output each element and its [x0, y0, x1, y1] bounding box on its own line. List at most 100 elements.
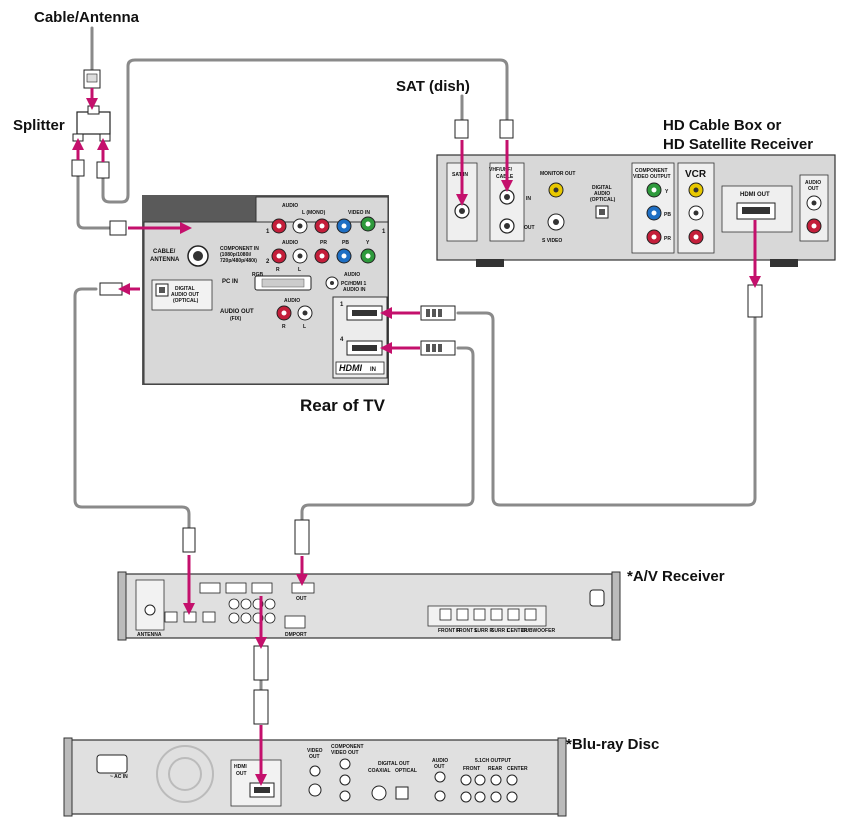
svg-text:PR: PR: [664, 236, 671, 242]
svg-text:FRONT L: FRONT L: [456, 628, 478, 634]
tv-rear-panel: CABLE/ ANTENNA DIGITAL AUDIO OUT (OPTICA…: [142, 195, 389, 385]
svg-text:S VIDEO: S VIDEO: [542, 238, 562, 244]
splitter: [71, 69, 111, 179]
svg-text:REAR: REAR: [488, 766, 503, 772]
svg-text:L (MONO): L (MONO): [302, 210, 326, 216]
svg-text:AUDIO: AUDIO: [282, 203, 298, 209]
svg-text:(OPTICAL): (OPTICAL): [173, 298, 199, 304]
hd-cable-box: SAT IN VHF/UHF/ CABLE IN OUT MONITOR OUT…: [436, 154, 836, 267]
svg-text:AUDIO OUT: AUDIO OUT: [171, 292, 199, 298]
svg-text:1: 1: [266, 229, 270, 235]
optical-line: [73, 287, 191, 530]
splitter-to-tv-line: [76, 174, 114, 230]
svg-text:OUT: OUT: [296, 596, 307, 602]
svg-text:PR: PR: [320, 240, 327, 246]
svg-text:PC/HDMI 1: PC/HDMI 1: [341, 281, 367, 287]
svg-text:Y: Y: [665, 189, 669, 195]
svg-text:(FIX): (FIX): [230, 316, 241, 322]
svg-text:SUBWOOFER: SUBWOOFER: [522, 628, 555, 634]
bluray-label: *Blu-ray Disc: [566, 736, 660, 753]
svg-text:PB: PB: [664, 212, 671, 218]
svg-text:CENTER: CENTER: [507, 766, 528, 772]
svg-text:COAXIAL: COAXIAL: [368, 768, 391, 774]
svg-text:VIDEO OUT: VIDEO OUT: [331, 750, 359, 756]
svg-text:RGB: RGB: [252, 272, 264, 278]
svg-text:HDMI: HDMI: [234, 764, 247, 770]
sat-dish-label: SAT (dish): [396, 78, 470, 95]
hd-box-label-line1: HD Cable Box or: [663, 117, 782, 134]
av-receiver: ANTENNA OUT DMPORT FRONT R FRONT L SURR …: [117, 571, 621, 641]
svg-text:L: L: [303, 324, 306, 330]
hdmi-receiver-line: [300, 346, 475, 522]
svg-text:DIGITAL: DIGITAL: [175, 286, 195, 292]
svg-text:R: R: [282, 324, 286, 330]
svg-text:AUDIO: AUDIO: [594, 191, 610, 197]
svg-text:HDMI: HDMI: [339, 363, 362, 373]
receiver-optical-in: [183, 611, 197, 623]
av-receiver-label: *A/V Receiver: [627, 568, 725, 585]
svg-text:OUT: OUT: [524, 225, 535, 231]
hd-box-label-line2: HD Satellite Receiver: [663, 136, 814, 153]
svg-text:OUT: OUT: [808, 186, 819, 192]
svg-text:VIDEO IN: VIDEO IN: [348, 210, 370, 216]
svg-text:AUDIO: AUDIO: [344, 272, 360, 278]
svg-text:AUDIO: AUDIO: [282, 240, 298, 246]
svg-text:4: 4: [340, 337, 344, 343]
svg-text:AUDIO: AUDIO: [805, 180, 821, 186]
svg-text:COMPONENT: COMPONENT: [635, 168, 668, 174]
svg-text:OUT: OUT: [434, 764, 445, 770]
svg-text:R: R: [276, 267, 280, 273]
svg-text:720p/480p/480i): 720p/480p/480i): [220, 258, 257, 264]
svg-text:ANTENNA: ANTENNA: [137, 632, 162, 638]
svg-text:Y: Y: [366, 240, 370, 246]
bluray-player: ~ AC IN HDMI OUT VIDEO OUT COMPONENT VID…: [63, 737, 567, 817]
svg-text:5.1CH OUTPUT: 5.1CH OUTPUT: [475, 758, 511, 764]
svg-text:MONITOR OUT: MONITOR OUT: [540, 171, 575, 177]
splitter-to-box-line: [101, 58, 509, 204]
svg-text:DMPORT: DMPORT: [285, 632, 307, 638]
svg-text:FRONT R: FRONT R: [438, 628, 461, 634]
svg-text:DIGITAL: DIGITAL: [592, 185, 612, 191]
svg-text:VIDEO OUTPUT: VIDEO OUTPUT: [633, 174, 671, 180]
svg-text:AUDIO IN: AUDIO IN: [343, 287, 366, 293]
svg-text:CENTER: CENTER: [507, 628, 528, 634]
hdmi-box-line: [456, 311, 757, 507]
optical-plugs: [99, 282, 196, 553]
svg-text:COMPONENT IN: COMPONENT IN: [220, 246, 259, 252]
svg-text:~ AC IN: ~ AC IN: [110, 774, 128, 780]
rear-of-tv-label: Rear of TV: [300, 396, 386, 415]
svg-text:OUT: OUT: [309, 754, 320, 760]
svg-text:VCR: VCR: [685, 169, 707, 180]
splitter-label: Splitter: [13, 117, 65, 134]
tv-cable-label: CABLE/: [153, 249, 176, 255]
svg-text:AUDIO: AUDIO: [432, 758, 448, 764]
svg-text:SURR L: SURR L: [491, 628, 510, 634]
signal-arrows: [72, 88, 761, 786]
svg-text:OPTICAL: OPTICAL: [395, 768, 417, 774]
cable-antenna-label: Cable/Antenna: [34, 9, 140, 26]
svg-text:(1080p/1080i/: (1080p/1080i/: [220, 252, 252, 258]
tv-antenna-label: ANTENNA: [150, 257, 180, 263]
svg-text:VIDEO: VIDEO: [307, 748, 323, 754]
cables: [73, 26, 757, 692]
svg-text:FRONT: FRONT: [463, 766, 480, 772]
svg-text:COMPONENT: COMPONENT: [331, 744, 364, 750]
svg-text:VHF/UHF/: VHF/UHF/: [489, 167, 513, 173]
svg-text:HDMI OUT: HDMI OUT: [740, 192, 770, 198]
svg-text:OUT: OUT: [236, 771, 247, 777]
svg-text:IN: IN: [370, 367, 376, 373]
svg-text:2: 2: [266, 259, 270, 265]
hdmi-plugs: [253, 284, 763, 725]
svg-text:1: 1: [340, 302, 344, 308]
svg-text:PB: PB: [342, 240, 349, 246]
svg-text:AUDIO: AUDIO: [284, 298, 300, 304]
svg-text:SURR R: SURR R: [474, 628, 494, 634]
svg-text:AUDIO OUT: AUDIO OUT: [220, 309, 254, 315]
svg-text:(OPTICAL): (OPTICAL): [590, 197, 616, 203]
svg-text:L: L: [298, 267, 301, 273]
svg-text:IN: IN: [526, 196, 531, 202]
svg-text:1: 1: [382, 229, 386, 235]
receiver-hdmi-out-port: [291, 582, 315, 594]
svg-text:SAT IN: SAT IN: [452, 172, 468, 178]
